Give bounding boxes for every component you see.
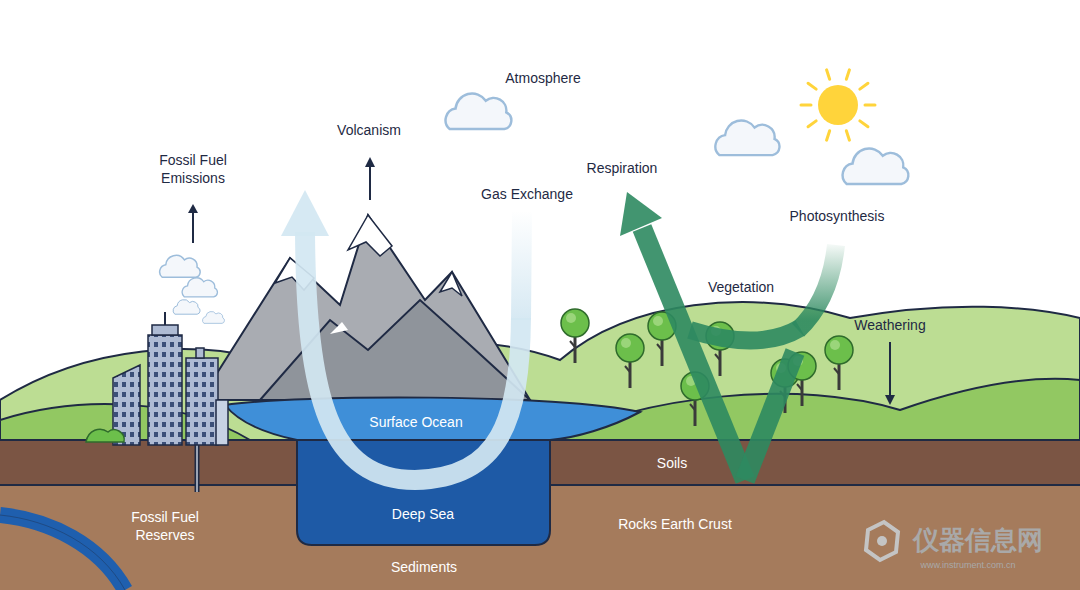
- watermark-logo-part: [877, 536, 887, 546]
- clouds-part: [160, 255, 200, 277]
- biosphere-arrow-part: [620, 192, 662, 236]
- surface-ocean-region: Surface Ocean: [363, 411, 468, 433]
- deep-sea-region: Deep Sea: [386, 503, 460, 525]
- clouds-part: [203, 312, 225, 324]
- mountains-part: [330, 322, 348, 334]
- trees-part: [561, 309, 589, 363]
- gas-exchange-arrow-part: [305, 232, 521, 480]
- city-part: [196, 440, 198, 492]
- pool-label: Rocks Earth Crust: [618, 515, 732, 533]
- watermark-url: www.instrument.com.cn: [920, 560, 1015, 572]
- trees-part: [825, 336, 853, 390]
- city-part: [148, 335, 182, 445]
- region-label: Soils: [657, 454, 687, 472]
- sun-part: [865, 104, 875, 107]
- flux-label: Fossil Fuel Emissions: [147, 151, 239, 187]
- sun-part: [818, 85, 858, 125]
- clouds-part: [715, 120, 779, 155]
- city-part: [86, 429, 124, 442]
- sun-part: [808, 121, 816, 127]
- mountains-part: [348, 215, 392, 256]
- flux-label: Gas Exchange: [481, 185, 573, 203]
- flux-label: Photosynthesis: [790, 207, 885, 225]
- city-part: [195, 440, 200, 492]
- watermark-logo: [866, 522, 898, 560]
- city-part: [164, 312, 166, 325]
- clouds-part: [173, 300, 200, 315]
- flux-arrows-part: [365, 157, 375, 167]
- gas-exchange-arrow: [281, 190, 522, 480]
- flux-arrows: [188, 157, 895, 405]
- ground: [0, 440, 1080, 590]
- biosphere-arrow-part: [745, 352, 795, 480]
- sun: [801, 70, 875, 140]
- sun-part: [846, 131, 849, 141]
- clouds-part: [843, 149, 909, 185]
- sun-part: [860, 121, 868, 127]
- watermark-logo-part: [866, 522, 898, 560]
- biosphere-arrow-part: [798, 245, 836, 330]
- flux-label: Weathering: [854, 316, 925, 334]
- watermark: 仪器信息网: [913, 524, 1043, 558]
- flux-arrows-part: [192, 212, 194, 243]
- city-part: [216, 400, 228, 445]
- city-part: [152, 325, 178, 335]
- gas-exchange-arrow-part: [281, 190, 329, 236]
- sun-part: [846, 70, 849, 80]
- city-part: [186, 358, 218, 445]
- mountains-part: [440, 272, 462, 296]
- mountains: [200, 215, 530, 400]
- flux-label: Respiration: [587, 159, 658, 177]
- region-label: Deep Sea: [392, 505, 454, 523]
- clouds: [160, 94, 909, 324]
- sun-part: [827, 70, 830, 80]
- trees-part: [616, 334, 644, 388]
- ocean-part: [297, 440, 550, 545]
- clouds-part: [446, 94, 512, 130]
- biosphere-arrow-part: [690, 328, 800, 341]
- mountains-part: [200, 215, 530, 400]
- sun-part: [827, 131, 830, 141]
- clouds-part: [182, 278, 217, 297]
- back-hills-part: [0, 302, 1080, 450]
- pool-label: Vegetation: [708, 278, 774, 296]
- ocean-part: [225, 397, 640, 440]
- flux-arrows-part: [889, 342, 891, 396]
- flux-arrows-part: [369, 166, 371, 200]
- gas-exchange-arrow-part: [521, 212, 522, 320]
- region-label: Surface Ocean: [369, 413, 462, 431]
- flux-arrows-part: [885, 395, 895, 405]
- sun-part: [801, 104, 811, 107]
- biosphere-arrow-part: [642, 228, 745, 480]
- back-hills: [0, 302, 1080, 450]
- sphere-label: Atmosphere: [505, 69, 580, 87]
- ground-part: [0, 515, 125, 590]
- sun-part: [808, 83, 816, 89]
- flux-arrows-part: [188, 204, 198, 213]
- pool-label: Fossil Fuel Reserves: [119, 508, 211, 544]
- city: [86, 312, 228, 492]
- city-part: [196, 348, 204, 358]
- ground-part: [0, 515, 125, 590]
- soils-band: Soils: [651, 452, 693, 474]
- biosphere-arrow: [620, 192, 836, 480]
- sun-part: [860, 83, 868, 89]
- flux-label: Volcanism: [337, 121, 401, 139]
- pool-label: Sediments: [391, 558, 457, 576]
